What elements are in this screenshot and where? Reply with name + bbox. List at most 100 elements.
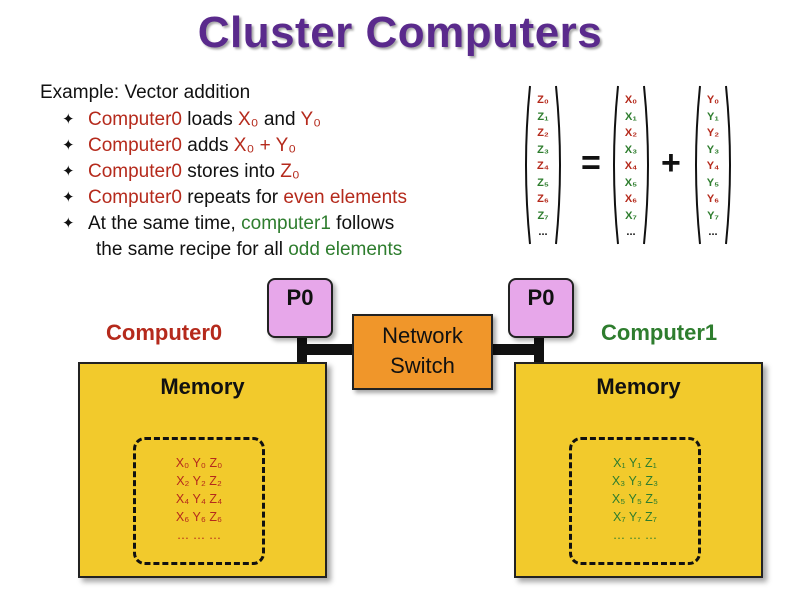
bullet-text-segment: the same recipe for all	[96, 239, 289, 260]
vector-x-entries: X₀ X₁ X₂ X₃ X₄ X₅ X₆ X₇...	[609, 92, 653, 241]
memory-entry: X₂ Y₂ Z₂	[176, 474, 222, 488]
vector-y-brackets	[695, 85, 731, 245]
bullet-text-segment: X₀	[237, 109, 259, 130]
computer1-memory-region: X₁ Y₁ Z₁ X₃ Y₃ Z₃ X₅ Y₅ Z₅ X₇ Y₇ Z₇ … … …	[569, 437, 701, 565]
bullet-text-segment: X₀ + Y₀	[233, 135, 297, 156]
bullet-text-segment: At the same time,	[88, 213, 242, 234]
memory-entry: X₇ Y₇ Z₇	[613, 510, 657, 524]
vector-z: Z₀ Z₁ Z₂ Z₃ Z₄ Z₅ Z₆ Z₇...	[521, 84, 565, 246]
bullet-item: ✦ Computer0 adds X₀ + Y₀	[62, 133, 407, 159]
vector-equation: Z₀ Z₁ Z₂ Z₃ Z₄ Z₅ Z₆ Z₇... = X₀ X₁ X₂ X₃ X₄ X₅ X₆ X₇..…	[515, 84, 775, 254]
vector-y-entry: Y₅	[706, 176, 720, 189]
vector-y-entry: Y₁	[707, 110, 719, 123]
bullet-star-icon: ✦	[62, 163, 75, 180]
vector-z-entry: Z₅	[537, 176, 549, 189]
network-switch: Network Switch	[352, 314, 493, 390]
bullet-text-segment: odd elements	[288, 239, 403, 260]
memory-entry: X₆ Y₆ Z₆	[175, 510, 223, 524]
vector-y-entry: ...	[708, 226, 718, 238]
vector-y-entry: Y₆	[706, 193, 720, 205]
vector-z-entry: Z₁	[537, 110, 549, 123]
computer0-memory-region: X₀ Y₀ Z₀ X₂ Y₂ Z₂ X₄ Y₄ Z₄ X₆ Y₆ Z₆ … … …	[133, 437, 265, 565]
slide-title: Cluster Computers	[197, 8, 603, 57]
vector-z-entry: Z₀	[537, 94, 549, 106]
vector-y: Y₀ Y₁ Y₂ Y₃ Y₄ Y₅ Y₆ Y₇...	[691, 84, 735, 246]
computer1-memory-contents: X₁ Y₁ Z₁ X₃ Y₃ Z₃ X₅ Y₅ Z₅ X₇ Y₇ Z₇ … … …	[572, 454, 698, 544]
bullet-item: ✦ Computer0 repeats for even elements	[62, 185, 407, 211]
vector-z-entry: Z₃	[537, 143, 549, 156]
vector-z-entry: Z₄	[537, 160, 549, 172]
computer0-label: Computer0	[106, 320, 223, 345]
vector-x-brackets	[613, 85, 649, 245]
vector-x-entry: ...	[626, 226, 636, 238]
bullet-item: ✦ Computer0 loads X₀ and Y₀	[62, 107, 407, 133]
memory-entry: X₃ Y₃ Z₃	[611, 474, 659, 488]
vector-z-entry: Z₇	[537, 209, 549, 222]
wire-switch-computer1	[489, 344, 544, 355]
vector-z-entries: Z₀ Z₁ Z₂ Z₃ Z₄ Z₅ Z₆ Z₇...	[521, 92, 565, 241]
vector-z-entry: Z₆	[537, 193, 549, 205]
vector-y-entry: Y₀	[706, 94, 720, 106]
wire-p0-computer1	[534, 334, 544, 364]
memory-entry: X₁ Y₁ Z₁	[613, 456, 657, 470]
vector-y-entry: Y₂	[706, 127, 720, 139]
network-switch-label-line1: Network	[382, 323, 463, 348]
computer1-label: Computer1	[601, 320, 718, 345]
computer0-memory-contents: X₀ Y₀ Z₀ X₂ Y₂ Z₂ X₄ Y₄ Z₄ X₆ Y₆ Z₆ … … …	[136, 454, 262, 544]
bullet-continuation: the same recipe for all odd elements	[62, 237, 407, 263]
computer1-processor: P0	[508, 278, 574, 338]
vector-x-entry: X₇	[625, 209, 637, 222]
vector-x-entry: X₅	[624, 176, 638, 189]
bullet-star-icon: ✦	[62, 215, 75, 232]
wire-computer0-switch	[297, 344, 354, 355]
computer0-memory-title: Memory	[160, 374, 245, 399]
vector-z-brackets	[525, 85, 561, 245]
bullet-text-segment: repeats for	[182, 187, 284, 208]
bullet-text-segment: computer1	[241, 213, 331, 234]
computer0-memory-box: Memory X₀ Y₀ Z₀ X₂ Y₂ Z₂ X₄ Y₄ Z₄ X₆ Y₆ Z₆ ……	[78, 362, 327, 578]
vector-x-entry: X₁	[625, 110, 637, 123]
memory-entry: … … …	[176, 528, 222, 542]
bullet-text-segment: adds	[182, 135, 234, 156]
bullet-star-icon: ✦	[62, 111, 75, 128]
bullet-list: ✦ Computer0 loads X₀ and Y₀ ✦ Computer0 add…	[62, 107, 407, 263]
bullet-text-segment: stores into	[182, 161, 281, 182]
vector-x-entry: X₄	[624, 160, 638, 172]
network-switch-label-line2: Switch	[390, 353, 455, 378]
vector-y-entry: Y₃	[706, 143, 720, 156]
vector-z-entry: ...	[538, 226, 548, 238]
bullet-item: ✦ At the same time, computer1 follows	[62, 211, 407, 237]
computer0-processor: P0	[267, 278, 333, 338]
bullet-item: ✦ Computer0 stores into Z₀	[62, 159, 407, 185]
vector-x-entry: X₃	[624, 143, 638, 156]
bullet-text-segment: Computer0	[88, 109, 182, 130]
bullet-text-segment: and	[258, 109, 301, 130]
bullet-star-icon: ✦	[62, 189, 75, 206]
bullet-star-icon: ✦	[62, 137, 75, 154]
memory-entry: X₄ Y₄ Z₄	[175, 492, 223, 506]
equals-sign: =	[581, 144, 601, 182]
bullet-text-segment: follows	[330, 213, 395, 234]
computer1-memory-box: Memory X₁ Y₁ Z₁ X₃ Y₃ Z₃ X₅ Y₅ Z₅ X₇ Y₇ Z₇ ……	[514, 362, 763, 578]
memory-entry: … … …	[612, 528, 658, 542]
bullet-text-segment: Computer0	[88, 161, 182, 182]
bullet-text-segment: loads	[182, 109, 238, 130]
memory-entry: X₀ Y₀ Z₀	[175, 456, 223, 470]
vector-x-entry: X₂	[624, 127, 638, 139]
bullet-text-segment: Z₀	[280, 161, 300, 182]
bullet-text-segment: even elements	[283, 187, 407, 208]
bullet-text-segment: Computer0	[88, 187, 182, 208]
vector-x-entry: X₆	[624, 193, 638, 205]
computer1-memory-title: Memory	[596, 374, 681, 399]
vector-y-entries: Y₀ Y₁ Y₂ Y₃ Y₄ Y₅ Y₆ Y₇...	[691, 92, 735, 241]
vector-y-entry: Y₄	[706, 160, 720, 172]
plus-sign: +	[661, 144, 681, 182]
vector-y-entry: Y₇	[707, 209, 719, 222]
vector-z-entry: Z₂	[537, 127, 549, 139]
bullet-text-segment: Computer0	[88, 135, 182, 156]
vector-x-entry: X₀	[624, 94, 638, 106]
bullet-text-segment: Y₀	[300, 109, 322, 130]
vector-x: X₀ X₁ X₂ X₃ X₄ X₅ X₆ X₇...	[609, 84, 653, 246]
example-heading: Example: Vector addition	[40, 82, 251, 103]
memory-entry: X₅ Y₅ Z₅	[611, 492, 659, 506]
